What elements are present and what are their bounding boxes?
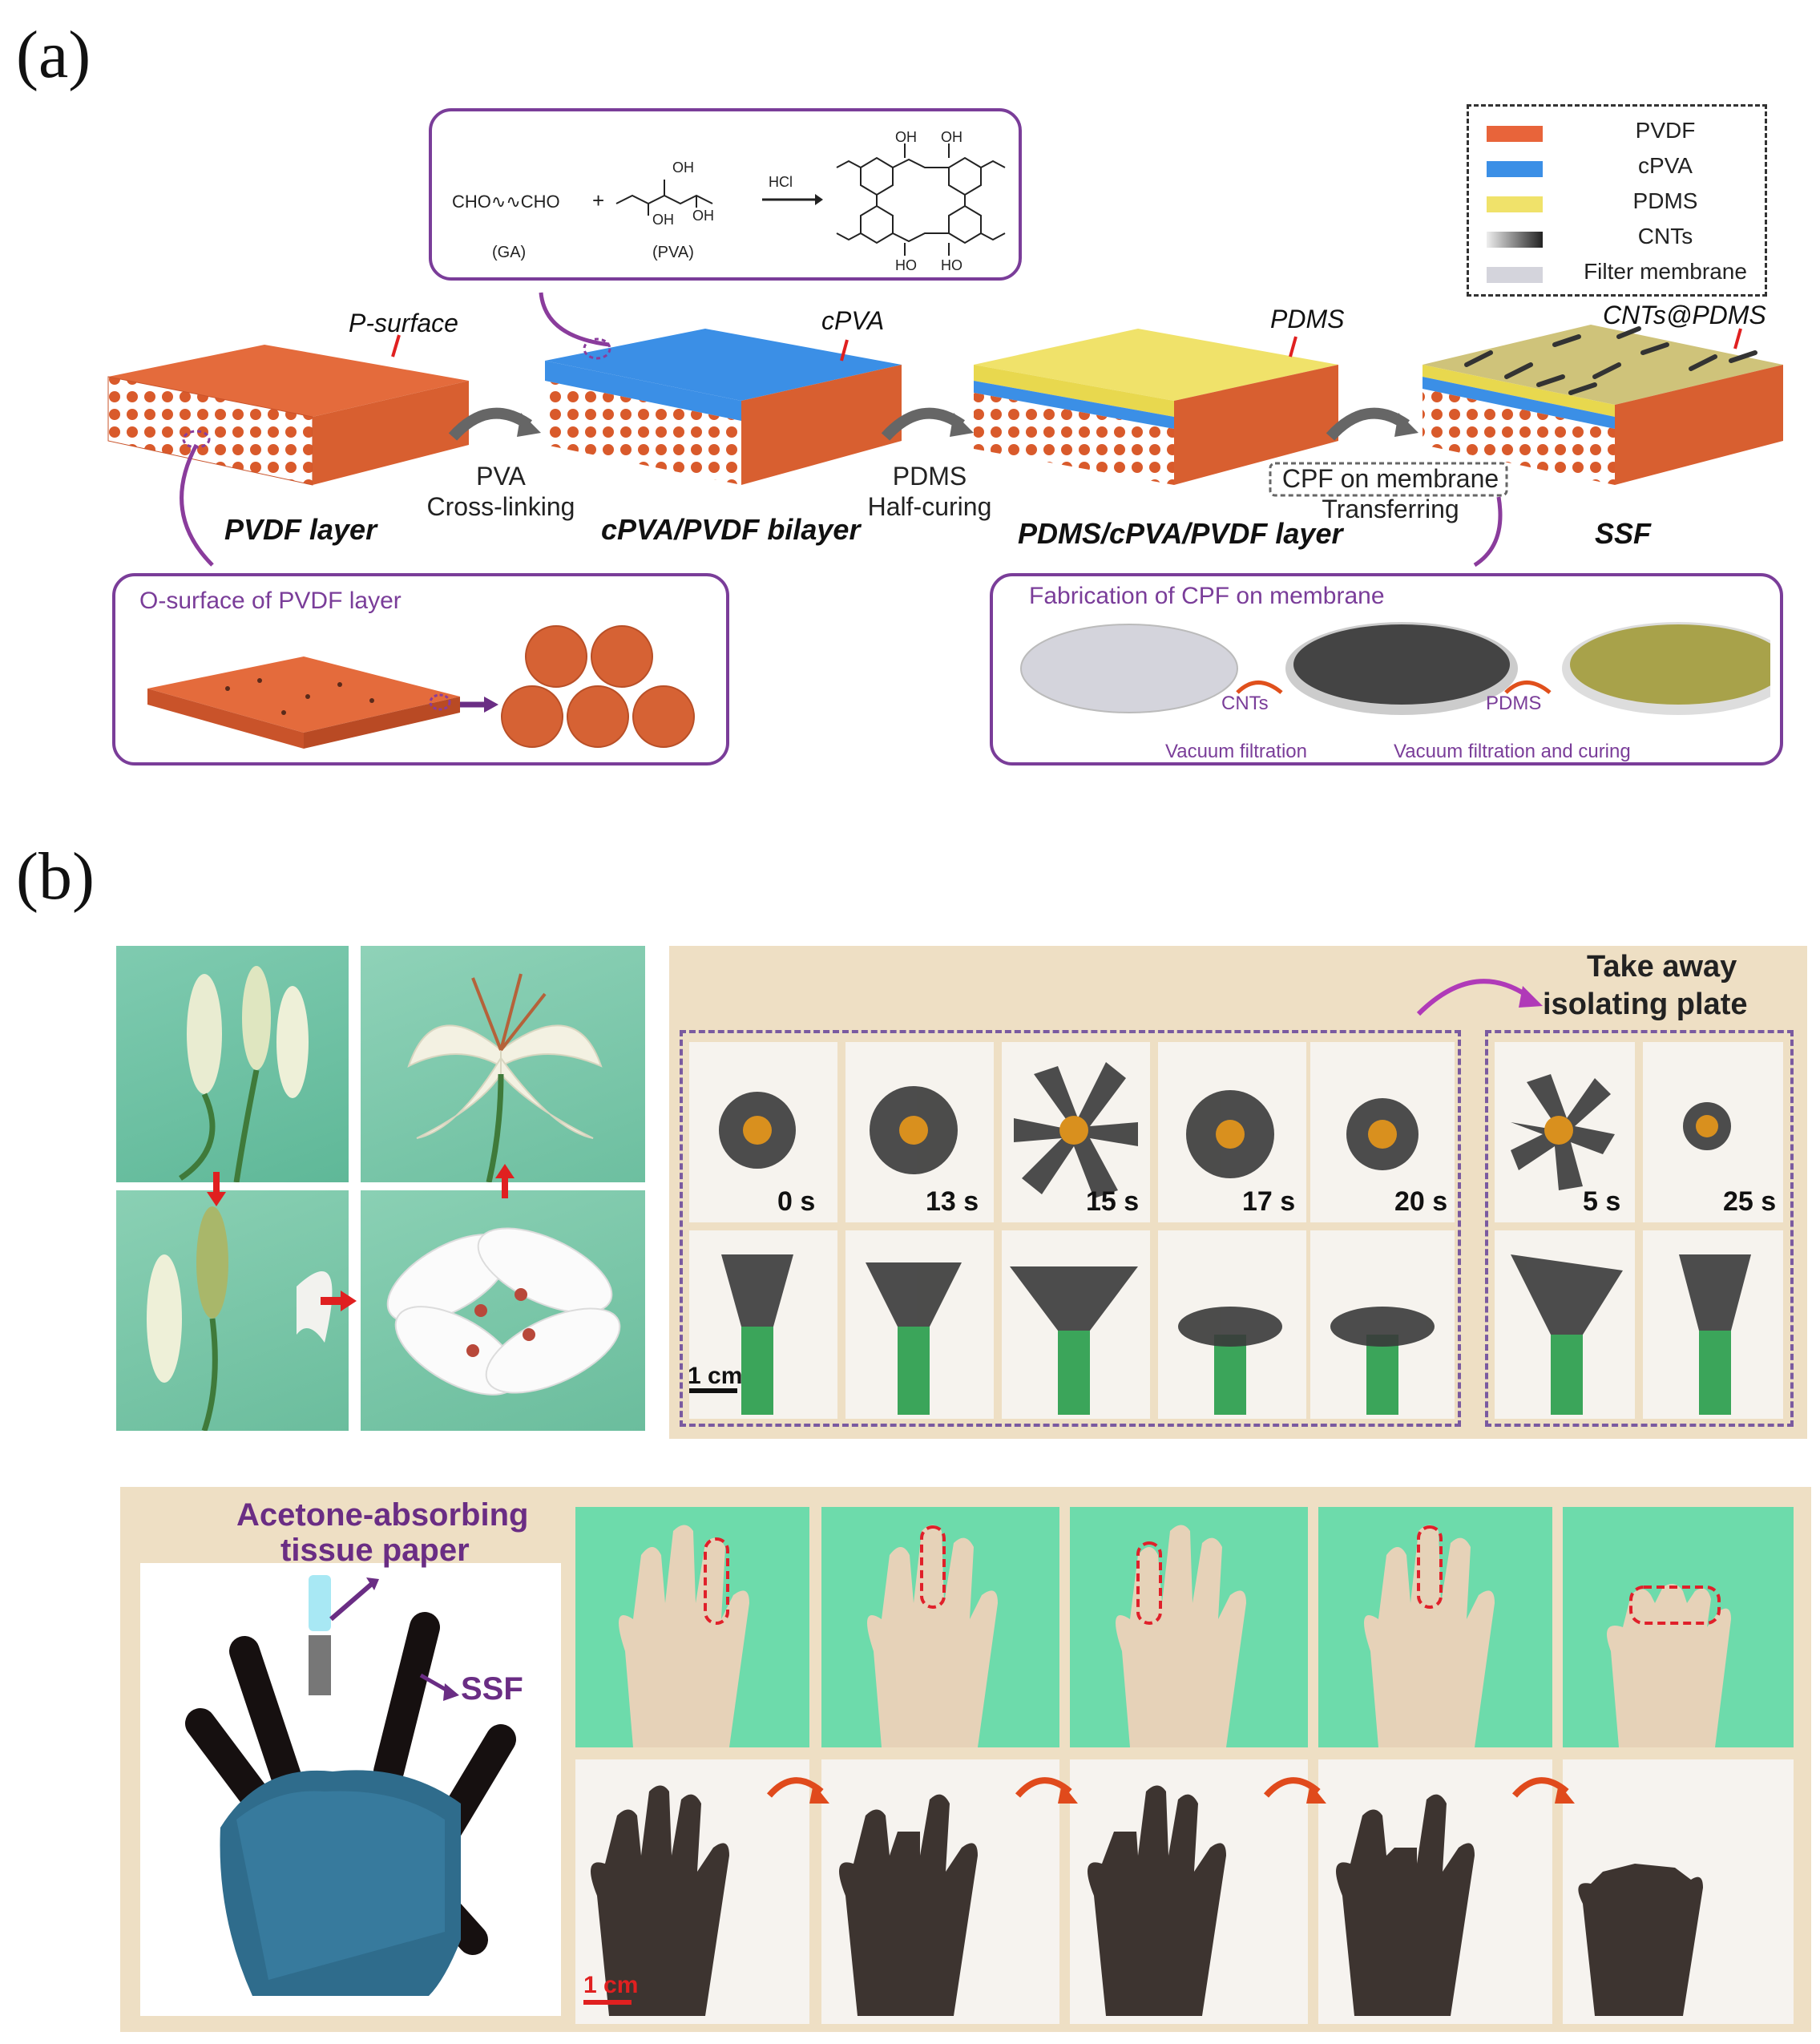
lily-red-arrows — [207, 1164, 515, 1311]
cpf-fabrication-box: Fabrication of CPF on membrane CNTs Vacu… — [990, 573, 1783, 765]
ssf-hands-illustration — [583, 1777, 1703, 2016]
process-cpf-transferring: CPF on membrane Transferring — [1274, 463, 1507, 524]
pva-oh-right: OH — [692, 208, 714, 224]
flower-time-label: 25 s — [1723, 1186, 1777, 1217]
legend-label: PDMS — [1632, 188, 1698, 213]
cpf-vacuum-filtration: Vacuum filtration — [1165, 741, 1307, 762]
product-oh-right: OH — [941, 129, 962, 145]
lily-bloomed-illustration — [386, 1227, 621, 1396]
take-away-line1: Take away — [1587, 950, 1737, 984]
legend-item: PDMS — [1469, 188, 1765, 220]
layer-sequence-illustration — [107, 292, 1783, 568]
pdms-surface-label: PDMS — [1270, 305, 1345, 333]
real-hands-illustration — [619, 1525, 1731, 1747]
acetone-label-line1: Acetone-absorbing — [236, 1497, 529, 1533]
reaction-scheme-box: CHO∿∿CHO + OH OH OH HCl — [429, 108, 1022, 281]
flower-time-label: 5 s — [1583, 1186, 1621, 1217]
flower-side-illustrations — [689, 1254, 1751, 1415]
cpf-illustration — [1020, 622, 1770, 715]
pdms-layer-block — [974, 329, 1338, 485]
legend-label: CNTs — [1637, 224, 1693, 248]
ga-label: (GA) — [492, 244, 527, 261]
flower-time-label: 17 s — [1242, 1186, 1296, 1217]
process-pva-crosslinking: PVA Cross-linking — [421, 461, 581, 522]
cpva-layer-label: cPVA/PVDF bilayer — [601, 513, 861, 546]
product-oh-left: OH — [895, 129, 917, 145]
legend-label: Filter membrane — [1584, 259, 1747, 284]
ga-formula: CHO∿∿CHO — [452, 192, 560, 212]
process-label-line: PVA — [476, 462, 526, 491]
legend-item: PVDF — [1469, 118, 1765, 150]
flower-time-label: 0 s — [777, 1186, 816, 1217]
flower-series-frame-2 — [1485, 1030, 1794, 1427]
flower-time-label: 20 s — [1394, 1186, 1448, 1217]
pvdf-layer-label: PVDF layer — [224, 513, 377, 546]
lily-opening-illustration — [147, 1206, 333, 1431]
process-pdms-half-curing: PDMS Half-curing — [849, 461, 1010, 522]
flower-time-label: 13 s — [926, 1186, 979, 1217]
product-ho-left: HO — [895, 257, 917, 273]
osurface-box: O-surface of PVDF layer — [112, 573, 729, 765]
take-away-arrow — [1416, 979, 1543, 1016]
osurface-title: O-surface of PVDF layer — [139, 588, 402, 614]
legend-item: CNTs — [1469, 224, 1765, 256]
hand-diagram-illustration — [185, 1575, 516, 1996]
lily-photo-bloomed — [361, 1190, 645, 1431]
cpva-layer-block — [545, 329, 902, 485]
legend-swatch-cnts — [1487, 232, 1543, 248]
product-ho-right: HO — [941, 257, 962, 273]
osurface-illustration — [147, 625, 695, 749]
legend-swatch-cpva — [1487, 161, 1543, 177]
legend-swatch-pvdf — [1487, 126, 1543, 142]
ssf-layer-label: SSF — [1595, 517, 1652, 550]
legend: PVDF cPVA PDMS CNTs Filter membrane — [1467, 104, 1767, 297]
lily-buds-illustration — [179, 966, 309, 1182]
ssf-surface-label: CNTs@PDMS — [1603, 301, 1766, 329]
legend-item: Filter membrane — [1469, 259, 1765, 291]
plus-sign: + — [592, 188, 605, 212]
hand-scale-bar-label: 1 cm — [583, 1972, 639, 1998]
pvdf-surface-label: P-surface — [349, 309, 458, 337]
legend-label: cPVA — [1638, 153, 1693, 178]
pva-oh-left: OH — [652, 212, 674, 228]
process-label-line: Half-curing — [867, 492, 992, 521]
process-label-line: CPF on membrane — [1281, 464, 1499, 493]
cpf-pdms-label: PDMS — [1486, 693, 1542, 714]
process-label-line: Cross-linking — [426, 492, 575, 521]
process-label-line: PDMS — [892, 462, 967, 491]
catalyst-label: HCl — [769, 174, 793, 190]
pva-oh-top: OH — [672, 160, 694, 176]
cpf-cnts-label: CNTs — [1221, 693, 1269, 714]
panel-b-label: (b) — [16, 839, 95, 914]
lily-curled-illustration — [407, 973, 603, 1182]
flower-top-illustrations — [719, 1062, 1731, 1198]
take-away-line2: isolating plate — [1543, 988, 1748, 1021]
process-label-line: Transferring — [1322, 495, 1459, 523]
product-structure — [836, 143, 1006, 256]
panel-a-label: (a) — [16, 18, 91, 92]
pva-structure — [615, 180, 713, 216]
cpf-vacuum-filtration-curing: Vacuum filtration and curing — [1394, 741, 1631, 762]
lily-photo-opening — [116, 1190, 349, 1431]
reaction-arrow — [762, 194, 823, 205]
legend-swatch-filter — [1487, 267, 1543, 283]
flower-series-frame-1 — [680, 1030, 1461, 1427]
pdms-layer-label: PDMS/cPVA/PVDF layer — [1018, 517, 1343, 550]
pvdf-layer-block — [107, 345, 469, 486]
legend-item: cPVA — [1469, 153, 1765, 185]
lily-photo-buds — [116, 946, 349, 1182]
legend-swatch-pdms — [1487, 196, 1543, 212]
flower-scale-bar-label: 1 cm — [688, 1363, 743, 1389]
cpf-title: Fabrication of CPF on membrane — [1029, 583, 1385, 609]
acetone-label-line2: tissue paper — [280, 1533, 470, 1568]
ssf-layer-block — [1423, 325, 1783, 485]
flower-time-label: 15 s — [1086, 1186, 1140, 1217]
pva-label: (PVA) — [652, 244, 694, 261]
cpva-surface-label: cPVA — [821, 306, 885, 335]
ssf-callout-label: SSF — [461, 1671, 523, 1707]
legend-label: PVDF — [1635, 118, 1696, 143]
lily-photo-curled — [361, 946, 645, 1182]
